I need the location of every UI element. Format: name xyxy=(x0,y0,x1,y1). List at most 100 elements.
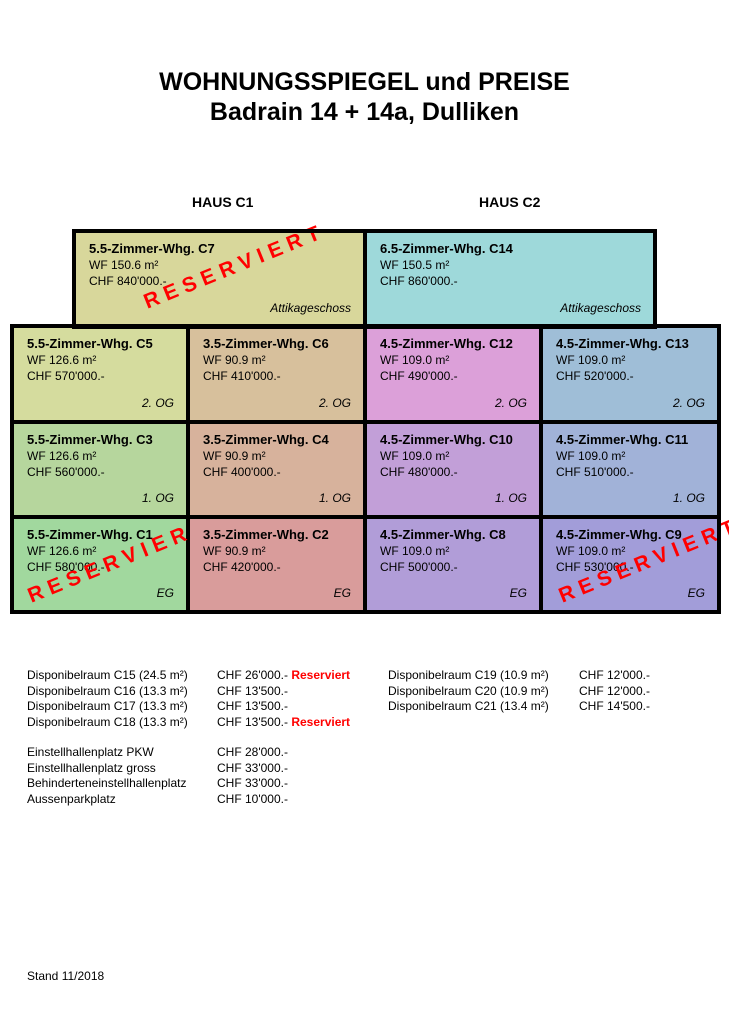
house-c2-label: HAUS C2 xyxy=(479,194,541,210)
storage-item: Disponibelraum C15 (24.5 m²) xyxy=(27,668,188,684)
storage-item-label: Disponibelraum C19 (10.9 m²) xyxy=(388,668,549,682)
storage-item-label: Disponibelraum C17 (13.3 m²) xyxy=(27,699,188,713)
unit-c5: 5.5-Zimmer-Whg. C5 WF 126.6 m² CHF 570'0… xyxy=(12,326,188,422)
unit-area: WF 109.0 m² xyxy=(380,353,450,367)
storage-list-left: Disponibelraum C15 (24.5 m²)Disponibelra… xyxy=(27,668,188,730)
unit-area: WF 126.6 m² xyxy=(27,449,97,463)
unit-area: WF 90.9 m² xyxy=(203,353,266,367)
unit-price: CHF 520'000.- xyxy=(556,369,634,383)
unit-c6: 3.5-Zimmer-Whg. C6 WF 90.9 m² CHF 410'00… xyxy=(188,326,365,422)
unit-name: 3.5-Zimmer-Whg. C6 xyxy=(203,336,329,351)
storage-item: Disponibelraum C18 (13.3 m²) xyxy=(27,715,188,731)
storage-item-price: CHF 12'000.- xyxy=(579,683,650,698)
unit-c3: 5.5-Zimmer-Whg. C3 WF 126.6 m² CHF 560'0… xyxy=(12,422,188,517)
unit-name: 5.5-Zimmer-Whg. C1 xyxy=(27,527,153,542)
parking-item: Einstellhallenplatz gross xyxy=(27,761,186,777)
unit-c8: 4.5-Zimmer-Whg. C8 WF 109.0 m² CHF 500'0… xyxy=(365,517,541,612)
unit-area: WF 109.0 m² xyxy=(556,353,626,367)
unit-price: CHF 840'000.- xyxy=(89,274,167,288)
unit-name: 3.5-Zimmer-Whg. C2 xyxy=(203,527,329,542)
storage-item-label: Disponibelraum C15 (24.5 m²) xyxy=(27,668,188,682)
unit-name: 3.5-Zimmer-Whg. C4 xyxy=(203,432,329,447)
storage-item: Disponibelraum C20 (10.9 m²) xyxy=(388,684,549,700)
unit-price: CHF 490'000.- xyxy=(380,369,458,383)
parking-item: Aussenparkplatz xyxy=(27,792,186,808)
unit-area: WF 109.0 m² xyxy=(556,544,626,558)
parking-item-price: CHF 28'000.- xyxy=(217,745,288,759)
unit-floor: Attikageschoss xyxy=(560,301,641,315)
parking-item-price: CHF 33'000.- xyxy=(217,760,288,775)
unit-c9: 4.5-Zimmer-Whg. C9 WF 109.0 m² CHF 530'0… xyxy=(541,514,729,612)
unit-area: WF 150.5 m² xyxy=(380,258,450,272)
storage-item: CHF 13'500.- xyxy=(217,684,350,700)
unit-c10: 4.5-Zimmer-Whg. C10 WF 109.0 m² CHF 480'… xyxy=(365,422,541,517)
storage-item-price: CHF 14'500.- xyxy=(579,699,650,713)
parking-item-label: Einstellhallenplatz gross xyxy=(27,760,156,775)
storage-item-label: Disponibelraum C16 (13.3 m²) xyxy=(27,683,188,698)
unit-floor: 1. OG xyxy=(318,491,351,505)
unit-name: 4.5-Zimmer-Whg. C9 xyxy=(556,527,682,542)
storage-item-label: Disponibelraum C20 (10.9 m²) xyxy=(388,683,549,698)
unit-floor: 1. OG xyxy=(141,491,174,505)
house-c1-label: HAUS C1 xyxy=(192,194,254,210)
unit-floor: EG xyxy=(687,586,705,600)
unit-floor: Attikageschoss xyxy=(270,301,351,315)
storage-item: CHF 13'500.- Reserviert xyxy=(217,715,350,731)
unit-floor: EG xyxy=(509,586,527,600)
unit-price: CHF 510'000.- xyxy=(556,465,634,479)
unit-area: WF 90.9 m² xyxy=(203,544,266,558)
storage-item: Disponibelraum C19 (10.9 m²) xyxy=(388,668,549,684)
unit-c14: 6.5-Zimmer-Whg. C14 WF 150.5 m² CHF 860'… xyxy=(365,231,655,327)
unit-c4: 3.5-Zimmer-Whg. C4 WF 90.9 m² CHF 400'00… xyxy=(188,422,365,517)
unit-name: 5.5-Zimmer-Whg. C7 xyxy=(89,241,215,256)
parking-item: CHF 10'000.- xyxy=(217,792,288,808)
parking-prices: CHF 28'000.-CHF 33'000.-CHF 33'000.-CHF … xyxy=(217,745,288,807)
storage-item: Disponibelraum C17 (13.3 m²) xyxy=(27,699,188,715)
storage-item-price: CHF 13'500.- xyxy=(217,699,288,713)
storage-item: CHF 26'000.- Reserviert xyxy=(217,668,350,684)
parking-item: Einstellhallenplatz PKW xyxy=(27,745,186,761)
page-subtitle: Badrain 14 + 14a, Dulliken xyxy=(209,98,520,126)
parking-item: CHF 33'000.- xyxy=(217,761,288,777)
unit-c12: 4.5-Zimmer-Whg. C12 WF 109.0 m² CHF 490'… xyxy=(365,326,541,422)
storage-item-label: Disponibelraum C21 (13.4 m²) xyxy=(388,699,549,713)
unit-name: 6.5-Zimmer-Whg. C14 xyxy=(380,241,513,256)
unit-floor: EG xyxy=(333,586,351,600)
unit-name: 4.5-Zimmer-Whg. C10 xyxy=(380,432,513,447)
unit-area: WF 109.0 m² xyxy=(380,544,450,558)
storage-item-price: CHF 12'000.- xyxy=(579,668,650,682)
unit-name: 4.5-Zimmer-Whg. C12 xyxy=(380,336,513,351)
storage-item: CHF 13'500.- xyxy=(217,699,350,715)
parking-item-label: Aussenparkplatz xyxy=(27,791,116,806)
parking-item: CHF 28'000.- xyxy=(217,745,288,761)
unit-price: CHF 410'000.- xyxy=(203,369,281,383)
unit-floor: 2. OG xyxy=(672,396,705,410)
storage-list-right: Disponibelraum C19 (10.9 m²)Disponibelra… xyxy=(388,668,549,715)
reserved-label: Reserviert xyxy=(291,668,351,682)
unit-price: CHF 480'000.- xyxy=(380,465,458,479)
footer-date: Stand 11/2018 xyxy=(27,969,105,983)
unit-price: CHF 420'000.- xyxy=(203,560,281,574)
unit-price: CHF 500'000.- xyxy=(380,560,458,574)
unit-price: CHF 560'000.- xyxy=(27,465,105,479)
parking-item-price: CHF 33'000.- xyxy=(217,776,288,790)
unit-price: CHF 530'000.- xyxy=(556,560,634,574)
parking-item-label: Behinderteneinstellhallenplatz xyxy=(27,776,187,790)
page-title: WOHNUNGSSPIEGEL und PREISE xyxy=(159,68,570,96)
unit-floor: EG xyxy=(156,586,174,600)
parking-item: CHF 33'000.- xyxy=(217,776,288,792)
unit-area: WF 90.9 m² xyxy=(203,449,266,463)
unit-area: WF 109.0 m² xyxy=(556,449,626,463)
reserved-label: Reserviert xyxy=(291,714,351,729)
storage-item-price: CHF 13'500.- xyxy=(217,683,288,698)
unit-floor: 2. OG xyxy=(494,396,527,410)
unit-c13: 4.5-Zimmer-Whg. C13 WF 109.0 m² CHF 520'… xyxy=(541,326,719,422)
unit-floor: 2. OG xyxy=(318,396,351,410)
unit-area: WF 150.6 m² xyxy=(89,258,159,272)
unit-price: CHF 400'000.- xyxy=(203,465,281,479)
unit-c2: 3.5-Zimmer-Whg. C2 WF 90.9 m² CHF 420'00… xyxy=(188,517,365,612)
unit-floor: 1. OG xyxy=(672,491,705,505)
unit-price: CHF 860'000.- xyxy=(380,274,458,288)
